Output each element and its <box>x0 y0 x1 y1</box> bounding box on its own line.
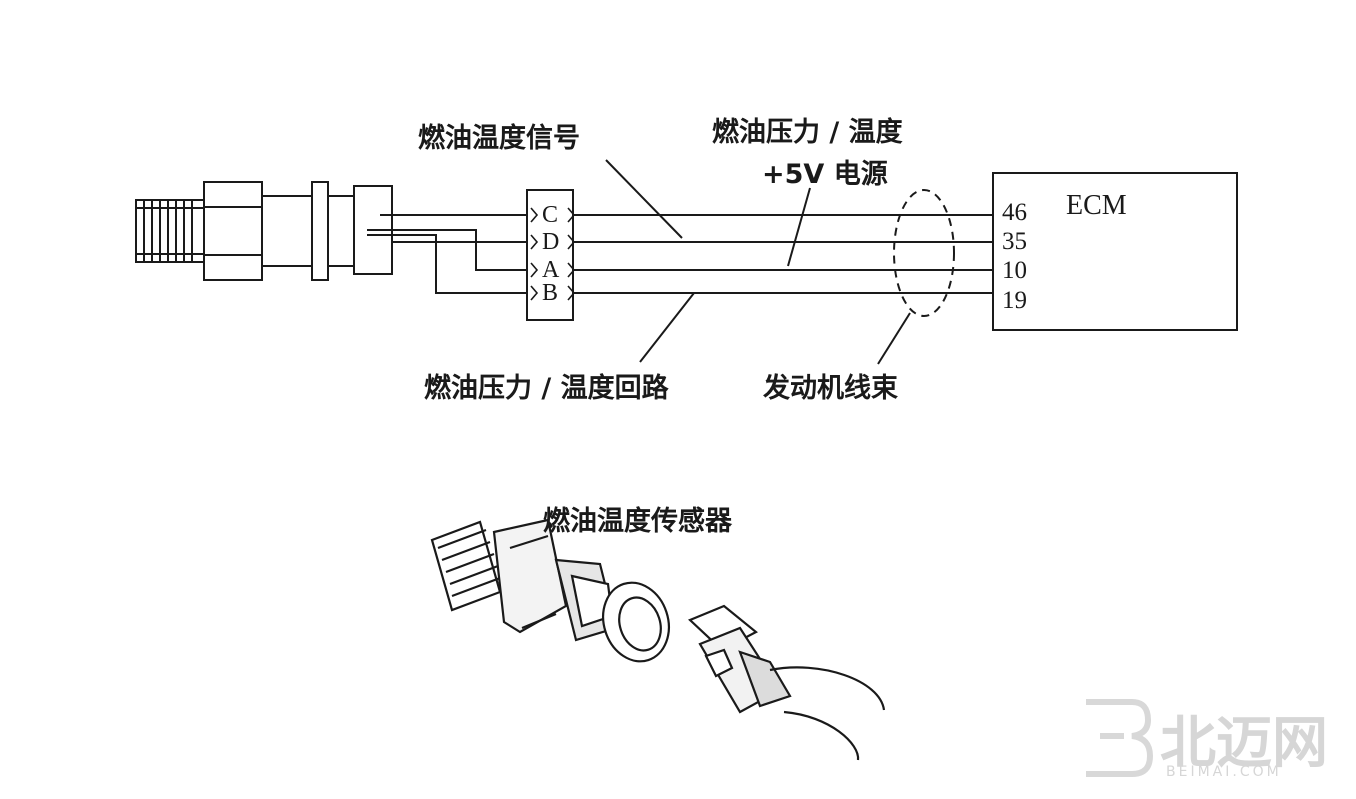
sensor-illustration <box>430 518 886 761</box>
leader-signal <box>605 159 683 239</box>
connector-pin-c: C <box>542 202 559 228</box>
leader-power <box>787 187 811 267</box>
sensor-lead-1 <box>367 229 527 271</box>
label-5v-power: +5V 电源 <box>762 159 888 190</box>
leader-return <box>639 292 695 363</box>
watermark-text: 北迈网 <box>1160 711 1328 776</box>
watermark-sub: BEIMAI.COM <box>1166 764 1282 780</box>
label-engine-harness: 发动机线束 <box>763 373 898 404</box>
label-fuel-pressure-temp: 燃油压力 / 温度 <box>712 117 903 148</box>
connector-pin-b: B <box>542 280 559 306</box>
sensor-thread <box>135 199 205 263</box>
label-fuel-temp-signal: 燃油温度信号 <box>418 123 580 154</box>
harness-ellipse <box>893 189 955 317</box>
ecm-pin-46: 46 <box>1002 199 1027 226</box>
ecm-pin-35: 35 <box>1002 228 1027 255</box>
label-pressure-temp-return: 燃油压力 / 温度回路 <box>424 373 669 404</box>
ecm-pin-10: 10 <box>1002 257 1027 284</box>
sensor-lead-2 <box>367 234 527 294</box>
ecm-box <box>992 172 1238 331</box>
connector-block <box>526 189 574 321</box>
ecm-pin-19: 19 <box>1002 287 1027 314</box>
connector-pin-d: D <box>542 229 560 255</box>
connector-pin-a: A <box>542 257 560 283</box>
sensor-hex-body <box>203 181 393 281</box>
connector-chevrons <box>530 207 576 301</box>
watermark-logo <box>1086 699 1154 777</box>
label-fuel-temp-sensor: 燃油温度传感器 <box>543 506 732 537</box>
ecm-title: ECM <box>1066 190 1127 221</box>
leader-harness <box>877 312 911 365</box>
